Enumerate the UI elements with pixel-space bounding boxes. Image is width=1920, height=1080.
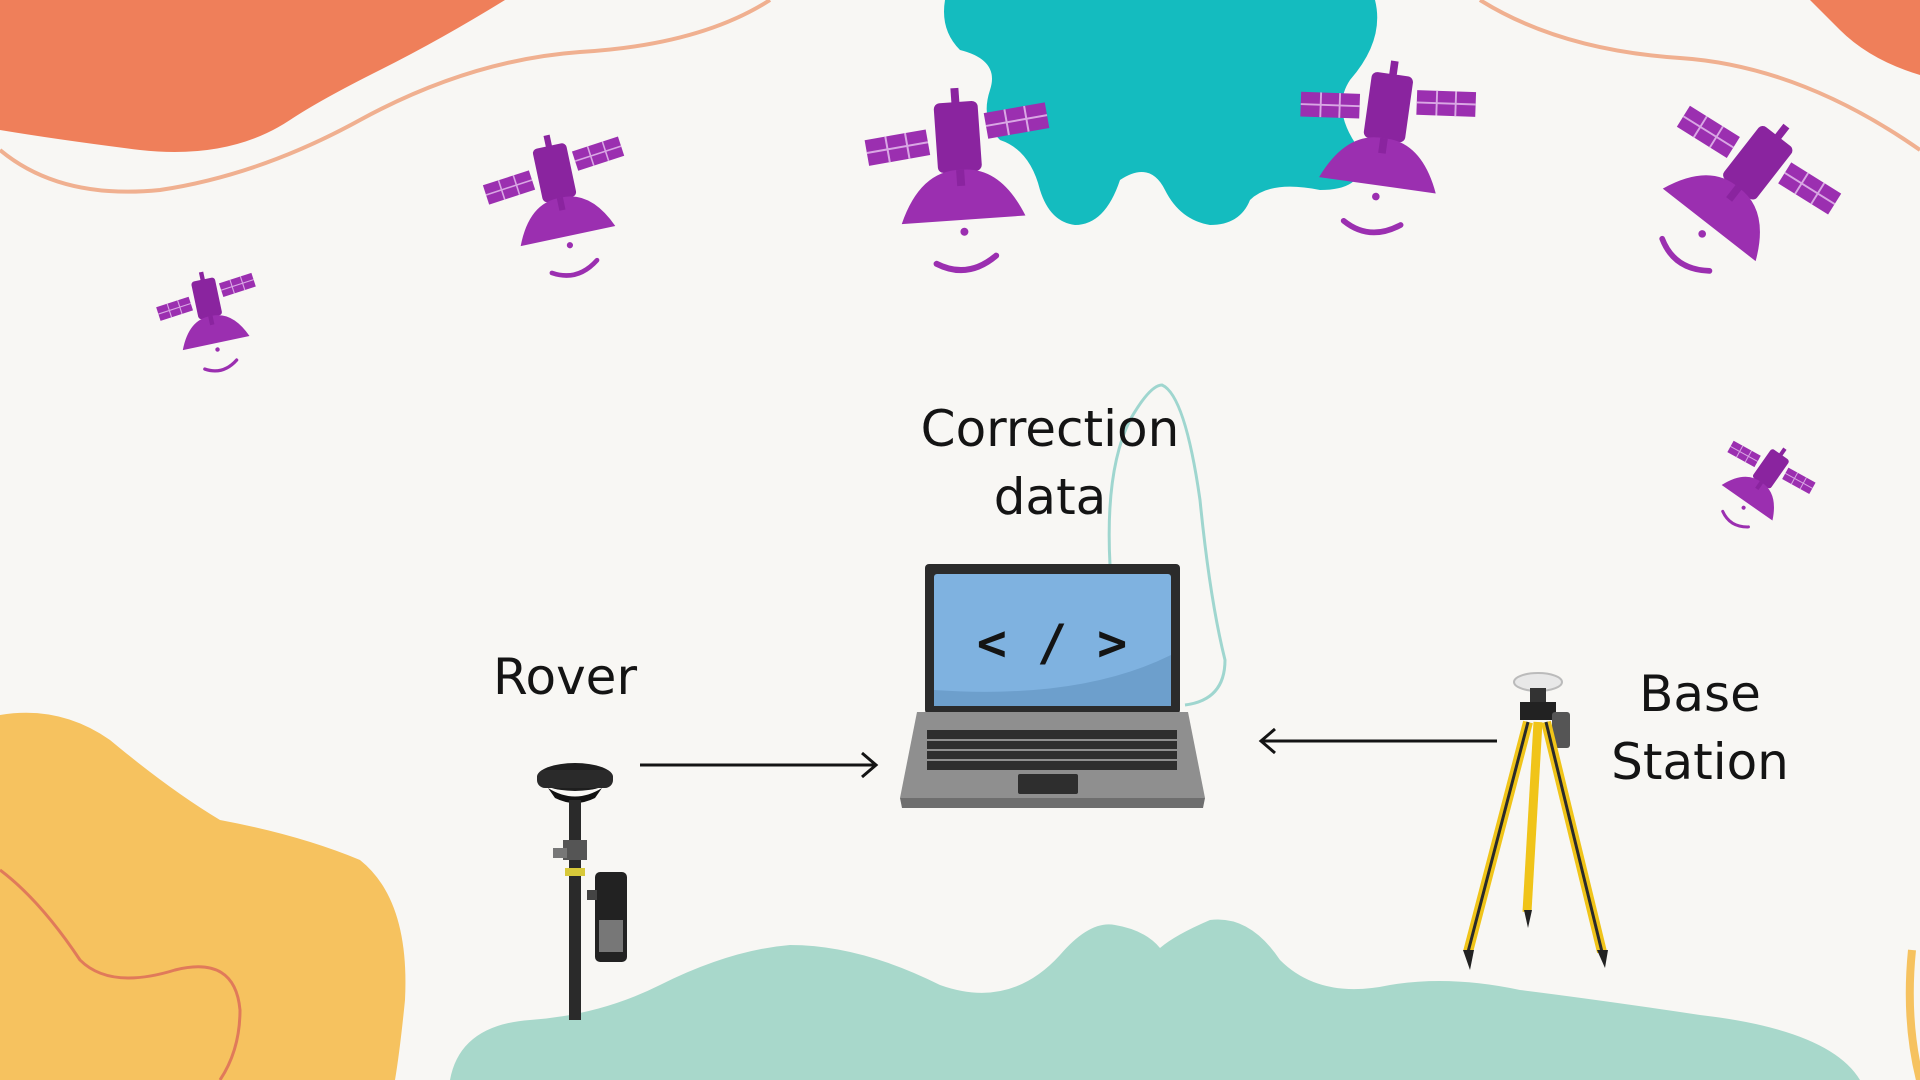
blob-mint-bottom [450, 919, 1860, 1080]
rover-label: Rover [493, 648, 637, 706]
blob-orange-top-right [1810, 0, 1920, 75]
wave-line-top-right [1478, 0, 1920, 152]
code-glyph: < / > [977, 614, 1128, 672]
wave-line-top-left [0, 0, 772, 194]
satellite-icon [1692, 420, 1825, 552]
satellite-icon [861, 82, 1060, 277]
wave-line-right-edge [1905, 949, 1920, 1080]
base-station-label-line1: Base [1639, 665, 1761, 723]
base-station-label-line2: Station [1611, 733, 1789, 791]
satellite-icon [1610, 71, 1856, 316]
base-station-tripod-icon [1463, 672, 1608, 970]
satellite-icon [148, 259, 274, 383]
correction-data-label-line2: data [993, 468, 1107, 526]
blob-orange-top-left [0, 0, 505, 152]
blob-yellow-bottom-left [0, 712, 406, 1080]
rover-receiver-icon [537, 763, 627, 1020]
laptop-icon: < / > [900, 564, 1205, 808]
decorative-loop-line [1107, 383, 1227, 707]
base-station-label: Base Station [1590, 660, 1810, 796]
wave-line-bottom-left [0, 868, 242, 1080]
arrow-rover-to-laptop [640, 751, 879, 779]
arrow-base-to-laptop [1258, 727, 1497, 755]
satellite-icon [475, 120, 647, 289]
correction-data-label: Correction data [880, 395, 1220, 531]
correction-data-label-line1: Correction [920, 400, 1180, 458]
blob-teal-top [944, 0, 1378, 225]
